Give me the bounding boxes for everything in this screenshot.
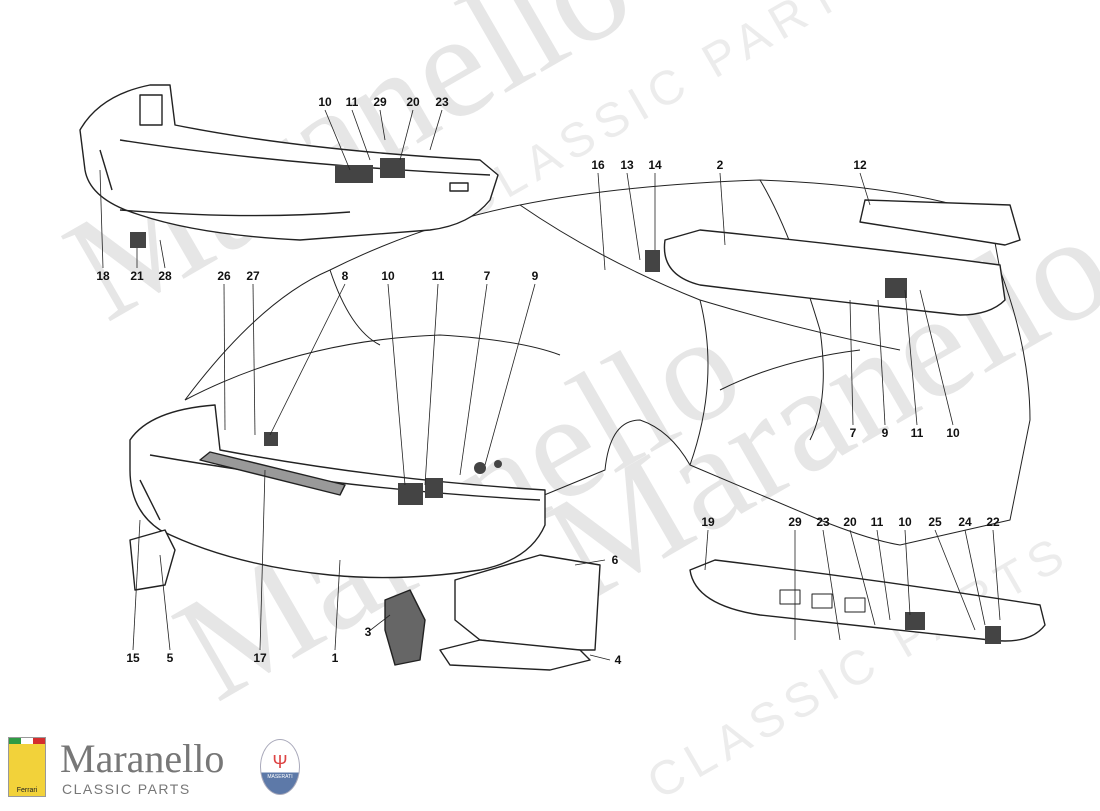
maserati-badge-text: MASERATI — [267, 774, 293, 780]
callout-label: 11 — [910, 426, 924, 440]
callout-label: 12 — [853, 158, 867, 172]
callout-label: 10 — [318, 95, 332, 109]
maranello-logo: Ferrari Maranello CLASSIC PARTS Ψ MASERA… — [4, 736, 314, 797]
callout-label: 11 — [345, 95, 359, 109]
front-bumper-top — [79, 84, 499, 241]
callout-label: 21 — [130, 269, 144, 283]
callout-label: 7 — [483, 269, 491, 283]
callout-label: 10 — [946, 426, 960, 440]
callout-label: 23 — [816, 515, 830, 529]
callout-label: 17 — [253, 651, 267, 665]
callout-label: 29 — [373, 95, 387, 109]
callout-label: 26 — [217, 269, 231, 283]
maserati-badge-icon: Ψ MASERATI — [260, 739, 300, 795]
callout-label: 25 — [928, 515, 942, 529]
callout-label: 24 — [958, 515, 972, 529]
callout-label: 4 — [614, 653, 622, 667]
front-bumper-main — [129, 404, 546, 579]
callout-label: 28 — [158, 269, 172, 283]
callout-label: 14 — [648, 158, 662, 172]
air-ducts — [129, 529, 601, 671]
callout-label: 6 — [611, 553, 619, 567]
brand-subtitle: CLASSIC PARTS — [62, 781, 191, 797]
callout-label: 2 — [716, 158, 724, 172]
callout-label: 3 — [364, 625, 372, 639]
callout-label: 19 — [701, 515, 715, 529]
car-body-outline — [184, 179, 1031, 546]
callout-label: 9 — [881, 426, 889, 440]
callout-label: 23 — [435, 95, 449, 109]
mounting-hardware — [130, 158, 1001, 644]
callout-label: 15 — [126, 651, 140, 665]
callout-label: 1 — [331, 651, 339, 665]
rear-bumper-lower — [689, 559, 1046, 642]
callout-label: 16 — [591, 158, 605, 172]
callout-label: 11 — [431, 269, 445, 283]
callout-label: 20 — [406, 95, 420, 109]
rear-bumper-upper — [663, 199, 1021, 316]
callout-label: 10 — [898, 515, 912, 529]
callout-label: 8 — [341, 269, 349, 283]
callout-label: 22 — [986, 515, 1000, 529]
callout-label: 9 — [531, 269, 539, 283]
callout-label: 20 — [843, 515, 857, 529]
ferrari-badge-icon: Ferrari — [8, 737, 46, 797]
callout-label: 7 — [849, 426, 857, 440]
callout-label: 11 — [870, 515, 884, 529]
callout-label: 18 — [96, 269, 110, 283]
callout-label: 10 — [381, 269, 395, 283]
ferrari-badge-text: Ferrari — [16, 787, 38, 794]
callout-label: 27 — [246, 269, 260, 283]
callout-label: 29 — [788, 515, 802, 529]
callout-label: 13 — [620, 158, 634, 172]
callout-label: 5 — [166, 651, 174, 665]
leader-lines — [99, 109, 1001, 661]
brand-name: Maranello — [60, 736, 225, 781]
